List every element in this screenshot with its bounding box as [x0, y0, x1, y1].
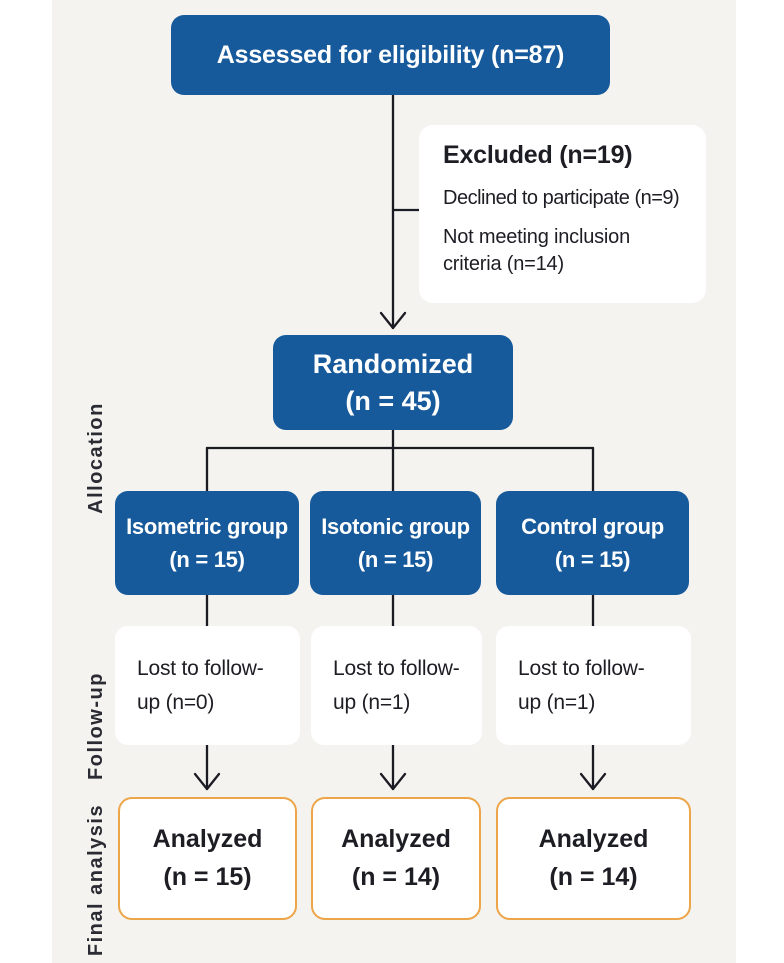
analyzed-control-line1: Analyzed [538, 825, 649, 853]
node-analyzed-isometric: Analyzed (n = 15) [118, 797, 297, 920]
arrowhead-analyzed-1 [193, 772, 221, 791]
group-isometric-line2: (n = 15) [169, 547, 245, 572]
group-isometric-line1: Isometric group [126, 514, 288, 539]
followup-isometric-line2: up (n=0) [137, 690, 215, 714]
node-group-isometric: Isometric group (n = 15) [115, 491, 299, 595]
node-randomized: Randomized (n = 45) [273, 335, 513, 430]
analyzed-control-line2: (n = 14) [549, 862, 638, 891]
group-control-line2: (n = 15) [554, 547, 631, 572]
node-analyzed-isotonic: Analyzed (n = 14) [311, 797, 481, 920]
stage-label-followup: Follow-up [85, 672, 107, 780]
excluded-title: Excluded (n=19) [443, 141, 633, 169]
followup-isotonic-line1: Lost to follow- [333, 657, 460, 681]
stage-label-final-analysis: Final analysis [85, 803, 107, 957]
analyzed-isotonic-line1: Analyzed [341, 825, 451, 853]
analyzed-isotonic-line2: (n = 14) [351, 862, 441, 891]
group-isotonic-line2: (n = 15) [357, 547, 434, 572]
arrowhead-randomized [379, 311, 407, 330]
node-excluded: Excluded (n=19) Declined to participate … [419, 125, 706, 303]
group-isotonic-line1: Isotonic group [321, 514, 470, 539]
group-control-line1: Control group [521, 514, 664, 539]
node-followup-control: Lost to follow- up (n=1) [496, 626, 691, 745]
node-analyzed-control: Analyzed (n = 14) [496, 797, 691, 920]
node-group-control: Control group (n = 15) [496, 491, 689, 595]
arrowhead-analyzed-2 [379, 772, 407, 791]
node-followup-isotonic: Lost to follow- up (n=1) [311, 626, 482, 745]
node-group-isotonic: Isotonic group (n = 15) [310, 491, 481, 595]
excluded-reason-declined: Declined to participate (n=9) [443, 187, 680, 209]
excluded-reason-criteria: Not meeting inclusion criteria (n=14) [443, 226, 631, 275]
followup-control-line1: Lost to follow- [518, 657, 645, 681]
followup-control-line2: up (n=1) [518, 690, 596, 714]
stage-label-allocation: Allocation [85, 402, 107, 514]
analyzed-isometric-line1: Analyzed [152, 825, 263, 853]
randomized-line2: (n = 45) [345, 385, 441, 416]
node-assessed-eligibility-label: Assessed for eligibility (n=87) [216, 40, 565, 69]
followup-isotonic-line2: up (n=1) [333, 690, 411, 714]
randomized-line1: Randomized [312, 349, 474, 380]
arrowhead-analyzed-3 [579, 772, 607, 791]
node-assessed-eligibility: Assessed for eligibility (n=87) [171, 15, 610, 95]
analyzed-isometric-line2: (n = 15) [163, 862, 252, 891]
node-followup-isometric: Lost to follow- up (n=0) [115, 626, 300, 745]
followup-isometric-line1: Lost to follow- [137, 657, 264, 681]
